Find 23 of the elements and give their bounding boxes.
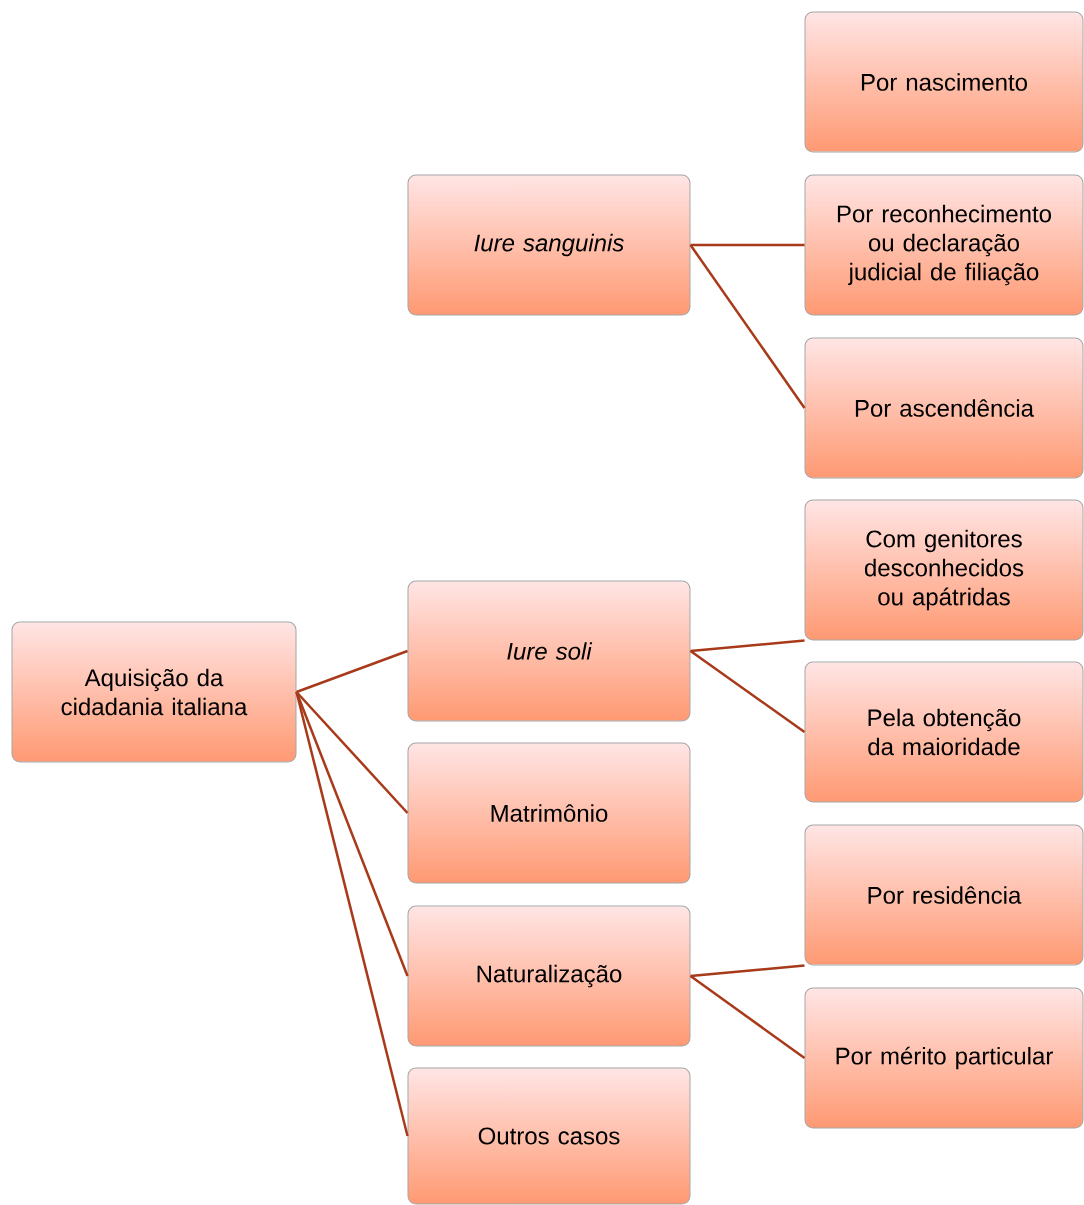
box: Iure sanguinis (407, 174, 691, 316)
box: Por ascendência (804, 337, 1084, 479)
box: Outros casos (407, 1067, 691, 1205)
connector-line (689, 650, 806, 734)
box: Por residência (804, 824, 1084, 966)
box: Matrimônio (407, 742, 691, 884)
box: Naturalização (407, 905, 691, 1047)
box: Por nascimento (804, 11, 1084, 153)
connector-line (690, 639, 805, 653)
box: Por mérito particular (804, 987, 1084, 1129)
box: Por reconhecimento ou declaração judicial de filiação (804, 174, 1084, 316)
box: Com genitores desconhecidos ou apátridas (804, 499, 1084, 641)
box: Iure soli (407, 580, 691, 722)
connector-line (296, 649, 408, 694)
connector-line (295, 691, 409, 814)
connector-line (690, 243, 805, 247)
connector-line (689, 975, 806, 1060)
connector-line (689, 244, 806, 409)
box: Aquisição da cidadania italiana (11, 621, 297, 763)
connector-line (295, 691, 409, 977)
connector-line (295, 691, 409, 1137)
box: Pela obtenção da maioridade (804, 661, 1084, 803)
connector-line (690, 964, 805, 978)
